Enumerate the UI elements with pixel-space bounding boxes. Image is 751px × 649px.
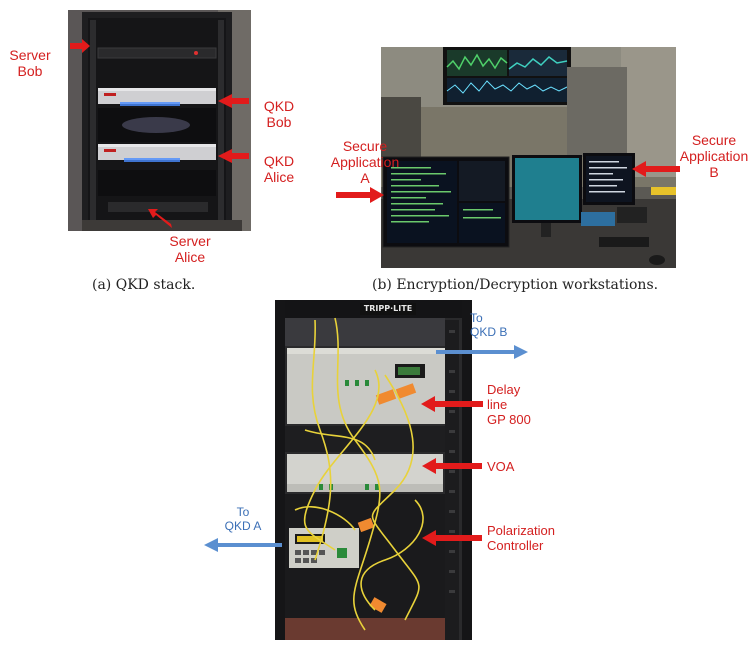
arrow-polarization: [422, 530, 482, 546]
label-delay-line-text: Delay line GP 800: [487, 382, 531, 427]
label-voa-text: VOA: [487, 459, 515, 474]
label-to-qkd-b: To QKD B: [470, 311, 520, 339]
label-to-qkd-b-text: To QKD B: [470, 311, 508, 339]
label-secure-app-b: Secure Application B: [678, 132, 750, 180]
caption-b: (b) Encryption/Decryption workstations.: [372, 277, 659, 293]
arrow-secure-app-a: [336, 187, 384, 203]
optical-rack-photo: [275, 300, 472, 640]
arrow-secure-app-b: [632, 161, 680, 177]
label-polarization-controller: Polarization Controller: [487, 523, 577, 553]
label-qkd-bob-text: QKD Bob: [263, 98, 295, 130]
label-qkd-alice-text: QKD Alice: [263, 153, 295, 185]
label-secure-app-a-text: Secure Application A: [330, 138, 400, 186]
label-polarization-controller-text: Polarization Controller: [487, 523, 555, 553]
label-server-alice: Server Alice: [162, 233, 218, 265]
label-delay-line: Delay line GP 800: [487, 382, 547, 427]
label-to-qkd-a-text: To QKD A: [224, 505, 262, 533]
qkd-stack-photo: [68, 10, 251, 231]
workstations-photo: [381, 47, 676, 268]
label-server-alice-text: Server Alice: [169, 233, 211, 265]
label-voa: VOA: [487, 459, 527, 475]
arrow-to-qkd-a: [204, 538, 282, 552]
caption-a: (a) QKD stack.: [92, 277, 196, 293]
tripp-lite-logo-text: TRIPP·LITE: [363, 304, 413, 313]
label-secure-app-b-text: Secure Application B: [679, 132, 749, 180]
label-server-bob-text: Server Bob: [9, 47, 51, 79]
label-secure-app-a: Secure Application A: [330, 138, 400, 186]
label-to-qkd-a: To QKD A: [218, 505, 268, 533]
label-qkd-bob: QKD Bob: [252, 98, 306, 130]
arrow-delay-line: [421, 396, 483, 412]
tripp-lite-logo: TRIPP·LITE: [360, 303, 416, 315]
arrow-voa: [422, 458, 482, 474]
label-server-bob: Server Bob: [2, 47, 58, 79]
arrow-to-qkd-b: [436, 345, 528, 359]
label-qkd-alice: QKD Alice: [252, 153, 306, 185]
